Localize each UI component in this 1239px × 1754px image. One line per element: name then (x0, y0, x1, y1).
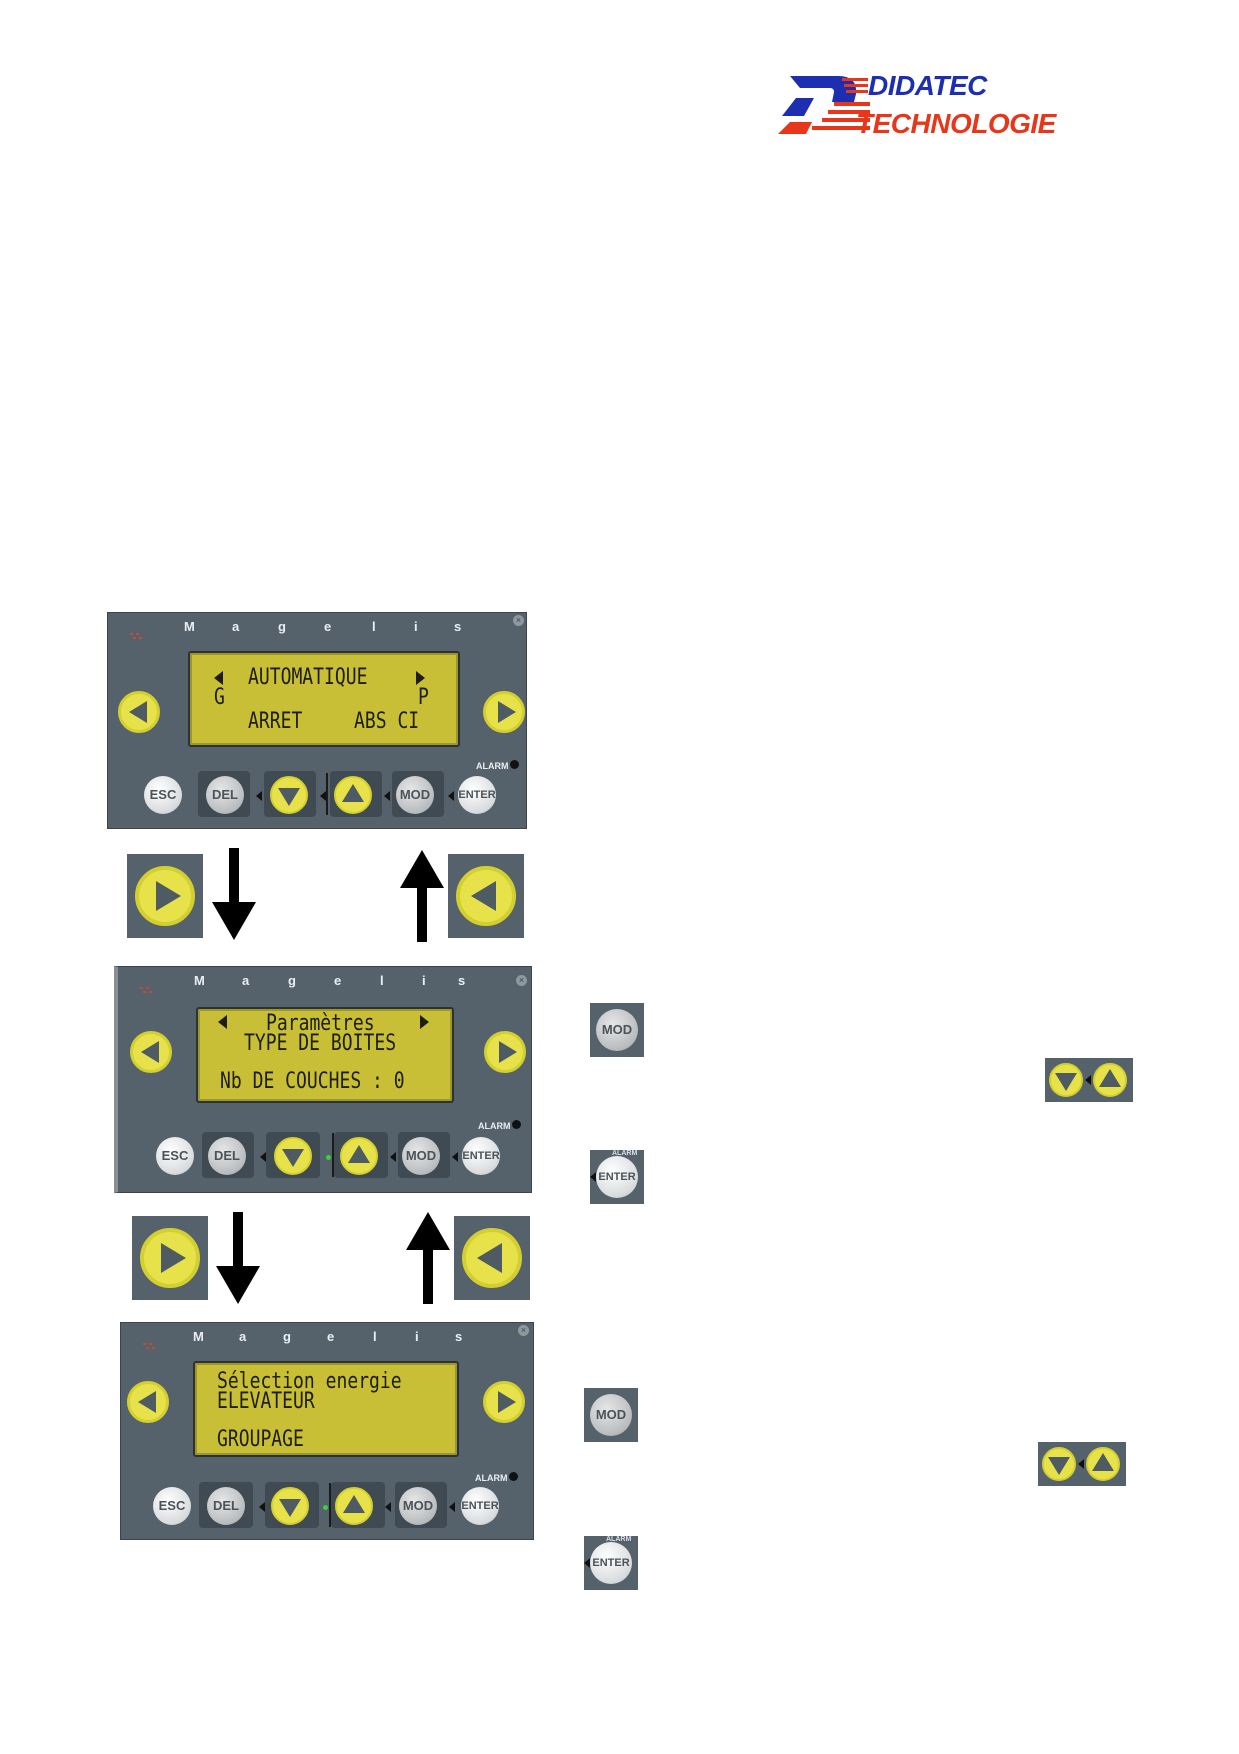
lcd-line-2: ELEVATEUR (217, 1389, 315, 1414)
green-led (323, 1505, 328, 1510)
nav-right-button[interactable] (483, 1381, 525, 1423)
esc-key[interactable]: ESC (153, 1487, 191, 1525)
terminal-panel-2: M a g e l i s × Paramètres TYPE DE BOITE… (114, 966, 532, 1193)
right-button-icon (127, 854, 203, 938)
del-key[interactable]: DEL (207, 1487, 245, 1525)
lcd-screen-3: Sélection energie ELEVATEUR GROUPAGE (193, 1361, 459, 1457)
alarm-led (510, 760, 519, 769)
lcd-line-1-right: P (418, 685, 429, 710)
close-icon[interactable]: × (516, 975, 527, 986)
lcd-line-1: Paramètres (266, 1011, 375, 1036)
enter-key[interactable]: ENTER (461, 1487, 499, 1525)
status-dots-icon (143, 1343, 157, 1353)
arrow-up-icon (400, 850, 444, 942)
nav-left-button[interactable] (127, 1381, 169, 1423)
left-button-icon (454, 1216, 530, 1300)
mod-key-icon: MOD (584, 1388, 638, 1442)
mod-key[interactable]: MOD (396, 776, 434, 814)
left-button-icon (448, 854, 524, 938)
lcd-screen-1: AUTOMATIQUE G P ARRET ABS CI (188, 651, 460, 747)
lcd-line-3: GROUPAGE (217, 1427, 304, 1452)
alarm-label: ALARM (476, 761, 509, 771)
down-up-keys-icon (1045, 1058, 1133, 1102)
lcd-screen-2: Paramètres TYPE DE BOITES Nb DE COUCHES … (196, 1007, 454, 1103)
esc-key[interactable]: ESC (156, 1137, 194, 1175)
right-button-icon (132, 1216, 208, 1300)
arrow-down-icon (216, 1212, 260, 1304)
alarm-led (509, 1472, 518, 1481)
enter-key-icon: ALARM ENTER (584, 1536, 638, 1590)
alarm-label: ALARM (475, 1473, 508, 1483)
up-key[interactable] (340, 1137, 378, 1175)
up-key[interactable] (334, 776, 372, 814)
mod-key[interactable]: MOD (399, 1487, 437, 1525)
lcd-line-2: TYPE DE BOITES (244, 1031, 397, 1056)
lcd-line-3-right: ABS CI (354, 709, 420, 734)
del-key[interactable]: DEL (206, 776, 244, 814)
magelis-brand: M a g e l i s (184, 619, 462, 634)
close-icon[interactable]: × (518, 1325, 529, 1336)
lcd-line-1: Sélection energie (217, 1369, 402, 1394)
down-key[interactable] (271, 1487, 309, 1525)
del-key[interactable]: DEL (208, 1137, 246, 1175)
magelis-brand: M a g e l i s (193, 1329, 463, 1344)
up-key[interactable] (335, 1487, 373, 1525)
mod-key[interactable]: MOD (402, 1137, 440, 1175)
didatec-logo: DIDATEC TECHNOLOGIE (776, 70, 1096, 142)
status-dots-icon (130, 633, 144, 643)
down-key[interactable] (274, 1137, 312, 1175)
nav-right-button[interactable] (484, 1031, 526, 1073)
nav-right-button[interactable] (483, 691, 525, 733)
status-dots-icon (140, 987, 154, 997)
lcd-right-arrow-icon (416, 671, 425, 685)
nav-left-button[interactable] (118, 691, 160, 733)
green-led (326, 1155, 331, 1160)
lcd-line-3: Nb DE COUCHES : 0 (220, 1069, 405, 1094)
lcd-left-arrow-icon (218, 1015, 227, 1029)
alarm-label: ALARM (478, 1121, 511, 1131)
lcd-line-1: AUTOMATIQUE (248, 665, 368, 690)
terminal-panel-1: M a g e l i s × AUTOMATIQUE G P ARRET AB… (107, 612, 527, 829)
lcd-right-arrow-icon (420, 1015, 429, 1029)
close-icon[interactable]: × (513, 615, 524, 626)
logo-mark-icon (778, 76, 870, 134)
mod-key-icon: MOD (590, 1003, 644, 1057)
enter-key[interactable]: ENTER (458, 776, 496, 814)
alarm-led (512, 1120, 521, 1129)
nav-left-button[interactable] (130, 1031, 172, 1073)
down-up-keys-icon (1038, 1442, 1126, 1486)
logo-line1: DIDATEC (868, 70, 987, 101)
logo-line2: TECHNOLOGIE (856, 108, 1056, 139)
lcd-left-arrow-icon (214, 671, 223, 685)
lcd-line-1-left: G (214, 685, 225, 710)
enter-key[interactable]: ENTER (462, 1137, 500, 1175)
lcd-line-3-left: ARRET (248, 709, 303, 734)
arrow-up-icon (406, 1212, 450, 1304)
terminal-panel-3: M a g e l i s × Sélection energie ELEVAT… (120, 1322, 534, 1540)
esc-key[interactable]: ESC (144, 776, 182, 814)
magelis-brand: M a g e l i s (194, 973, 466, 988)
down-key[interactable] (270, 776, 308, 814)
enter-key-icon: ALARM ENTER (590, 1150, 644, 1204)
arrow-down-icon (212, 848, 256, 940)
